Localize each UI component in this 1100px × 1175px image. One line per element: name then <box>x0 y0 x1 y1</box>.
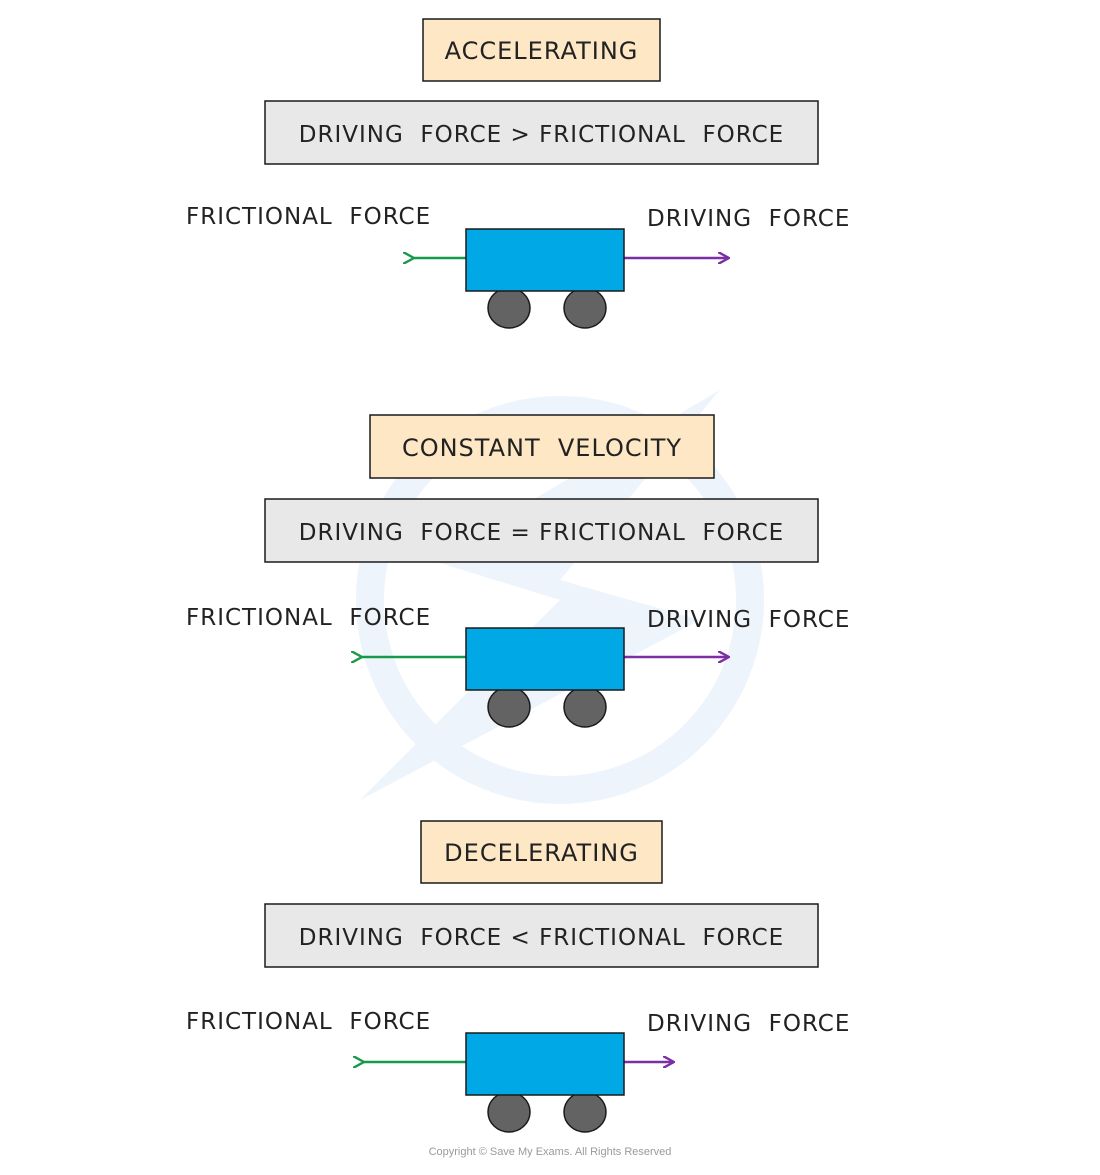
cart <box>465 1032 625 1133</box>
cart-body <box>465 1032 625 1096</box>
wheel-right <box>563 287 607 329</box>
copyright-notice: Copyright © Save My Exams. All Rights Re… <box>428 1146 672 1158</box>
cart-body <box>465 627 625 691</box>
frictional-force-label: FRICTIONAL FORCE <box>186 605 431 631</box>
driving-force-label: DRIVING FORCE <box>647 1011 850 1037</box>
panel-accelerating: ACCELERATING DRIVING FORCE > FRICTIONAL … <box>186 18 850 329</box>
cart <box>465 627 625 728</box>
panel-title: ACCELERATING <box>445 37 639 65</box>
condition-text: DRIVING FORCE > FRICTIONAL FORCE <box>299 122 784 148</box>
frictional-force-label: FRICTIONAL FORCE <box>186 1009 431 1035</box>
watermark-logo <box>356 390 764 804</box>
panel-constant-velocity: CONSTANT VELOCITY DRIVING FORCE = FRICTI… <box>186 414 850 728</box>
driving-force-label: DRIVING FORCE <box>647 206 850 232</box>
panel-decelerating: DECELERATING DRIVING FORCE < FRICTIONAL … <box>186 820 850 1133</box>
wheel-right <box>563 1091 607 1133</box>
condition-box <box>264 498 819 563</box>
wheel-left <box>487 287 531 329</box>
driving-force-label: DRIVING FORCE <box>647 607 850 633</box>
cart-body <box>465 228 625 292</box>
condition-box <box>264 100 819 165</box>
condition-text: DRIVING FORCE = FRICTIONAL FORCE <box>299 520 784 546</box>
condition-text: DRIVING FORCE < FRICTIONAL FORCE <box>299 925 784 951</box>
title-box <box>422 18 661 82</box>
frictional-force-label: FRICTIONAL FORCE <box>186 204 431 230</box>
wheel-right <box>563 686 607 728</box>
cart <box>465 228 625 329</box>
wheel-left <box>487 686 531 728</box>
condition-box <box>264 903 819 968</box>
title-box <box>420 820 663 884</box>
wheel-left <box>487 1091 531 1133</box>
panel-title: CONSTANT VELOCITY <box>402 434 682 462</box>
panel-title: DECELERATING <box>444 839 639 867</box>
title-box <box>369 414 715 479</box>
